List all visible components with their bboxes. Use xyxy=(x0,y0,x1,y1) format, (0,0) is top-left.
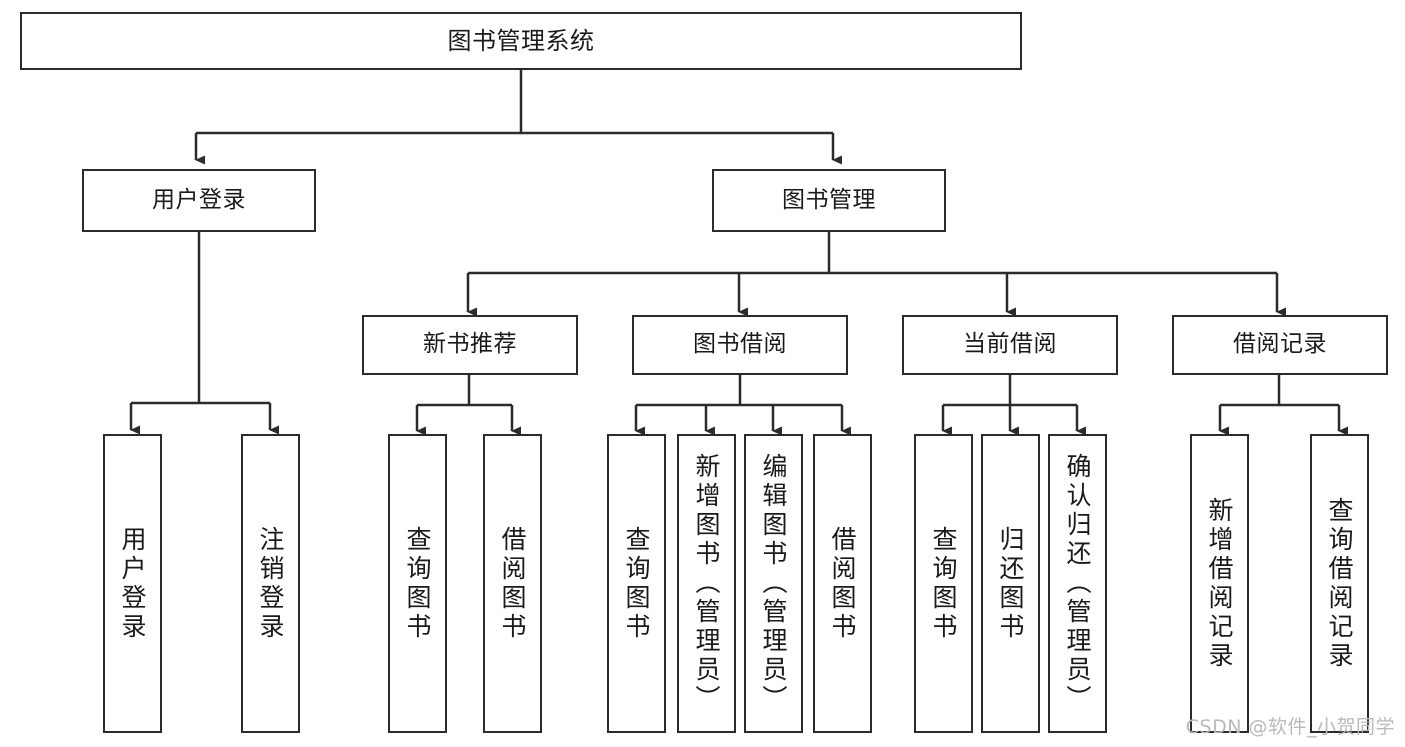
node-borrow-record[interactable]: 借阅记录 xyxy=(1172,315,1388,375)
node-label: 当前借阅 xyxy=(963,331,1057,358)
node-label: 新书推荐 xyxy=(423,331,517,358)
node-label: 查询图书 xyxy=(929,525,958,642)
node-label: 查询借阅记录 xyxy=(1325,496,1354,671)
leaf-query-book-current[interactable]: 查询图书 xyxy=(914,434,973,733)
leaf-borrow-book-recommend[interactable]: 借阅图书 xyxy=(483,434,542,733)
node-label: 新增借阅记录 xyxy=(1205,496,1234,671)
node-label: 图书借阅 xyxy=(693,331,787,358)
node-label: 用户登录 xyxy=(118,525,147,642)
node-book-management[interactable]: 图书管理 xyxy=(712,169,946,232)
node-label: 用户登录 xyxy=(152,186,246,213)
leaf-add-borrow-record[interactable]: 新增借阅记录 xyxy=(1190,434,1249,733)
leaf-query-borrow-record[interactable]: 查询借阅记录 xyxy=(1310,434,1369,733)
leaf-logout-login[interactable]: 注销登录 xyxy=(241,434,300,733)
node-label: 图书管理系统 xyxy=(447,26,595,55)
node-label: 注销登录 xyxy=(256,525,285,642)
node-current-borrow[interactable]: 当前借阅 xyxy=(902,315,1118,375)
node-label: 借阅图书 xyxy=(498,525,527,642)
leaf-add-book-admin[interactable]: 新增图书（管理员） xyxy=(677,434,736,733)
leaf-borrow-book[interactable]: 借阅图书 xyxy=(813,434,872,733)
node-label: 借阅图书 xyxy=(828,525,857,642)
leaf-return-book[interactable]: 归还图书 xyxy=(981,434,1040,733)
watermark-text: CSDN @软件_小贺同学 xyxy=(1185,716,1395,738)
node-label: 新增图书（管理员） xyxy=(692,453,721,714)
leaf-user-login[interactable]: 用户登录 xyxy=(103,434,162,733)
node-label: 编辑图书（管理员） xyxy=(759,453,788,714)
leaf-confirm-return-admin[interactable]: 确认归还（管理员） xyxy=(1048,434,1107,733)
node-root-book-management-system[interactable]: 图书管理系统 xyxy=(20,12,1022,70)
node-label: 查询图书 xyxy=(622,525,651,642)
node-user-login[interactable]: 用户登录 xyxy=(82,169,316,232)
node-label: 图书管理 xyxy=(782,186,876,213)
leaf-query-book-recommend[interactable]: 查询图书 xyxy=(388,434,447,733)
node-label: 借阅记录 xyxy=(1233,331,1327,358)
node-new-book-recommend[interactable]: 新书推荐 xyxy=(362,315,578,375)
leaf-query-book-borrow[interactable]: 查询图书 xyxy=(607,434,666,733)
node-label: 确认归还（管理员） xyxy=(1063,453,1092,714)
leaf-edit-book-admin[interactable]: 编辑图书（管理员） xyxy=(744,434,803,733)
node-label: 查询图书 xyxy=(403,525,432,642)
node-label: 归还图书 xyxy=(996,525,1025,642)
node-book-borrow[interactable]: 图书借阅 xyxy=(632,315,848,375)
